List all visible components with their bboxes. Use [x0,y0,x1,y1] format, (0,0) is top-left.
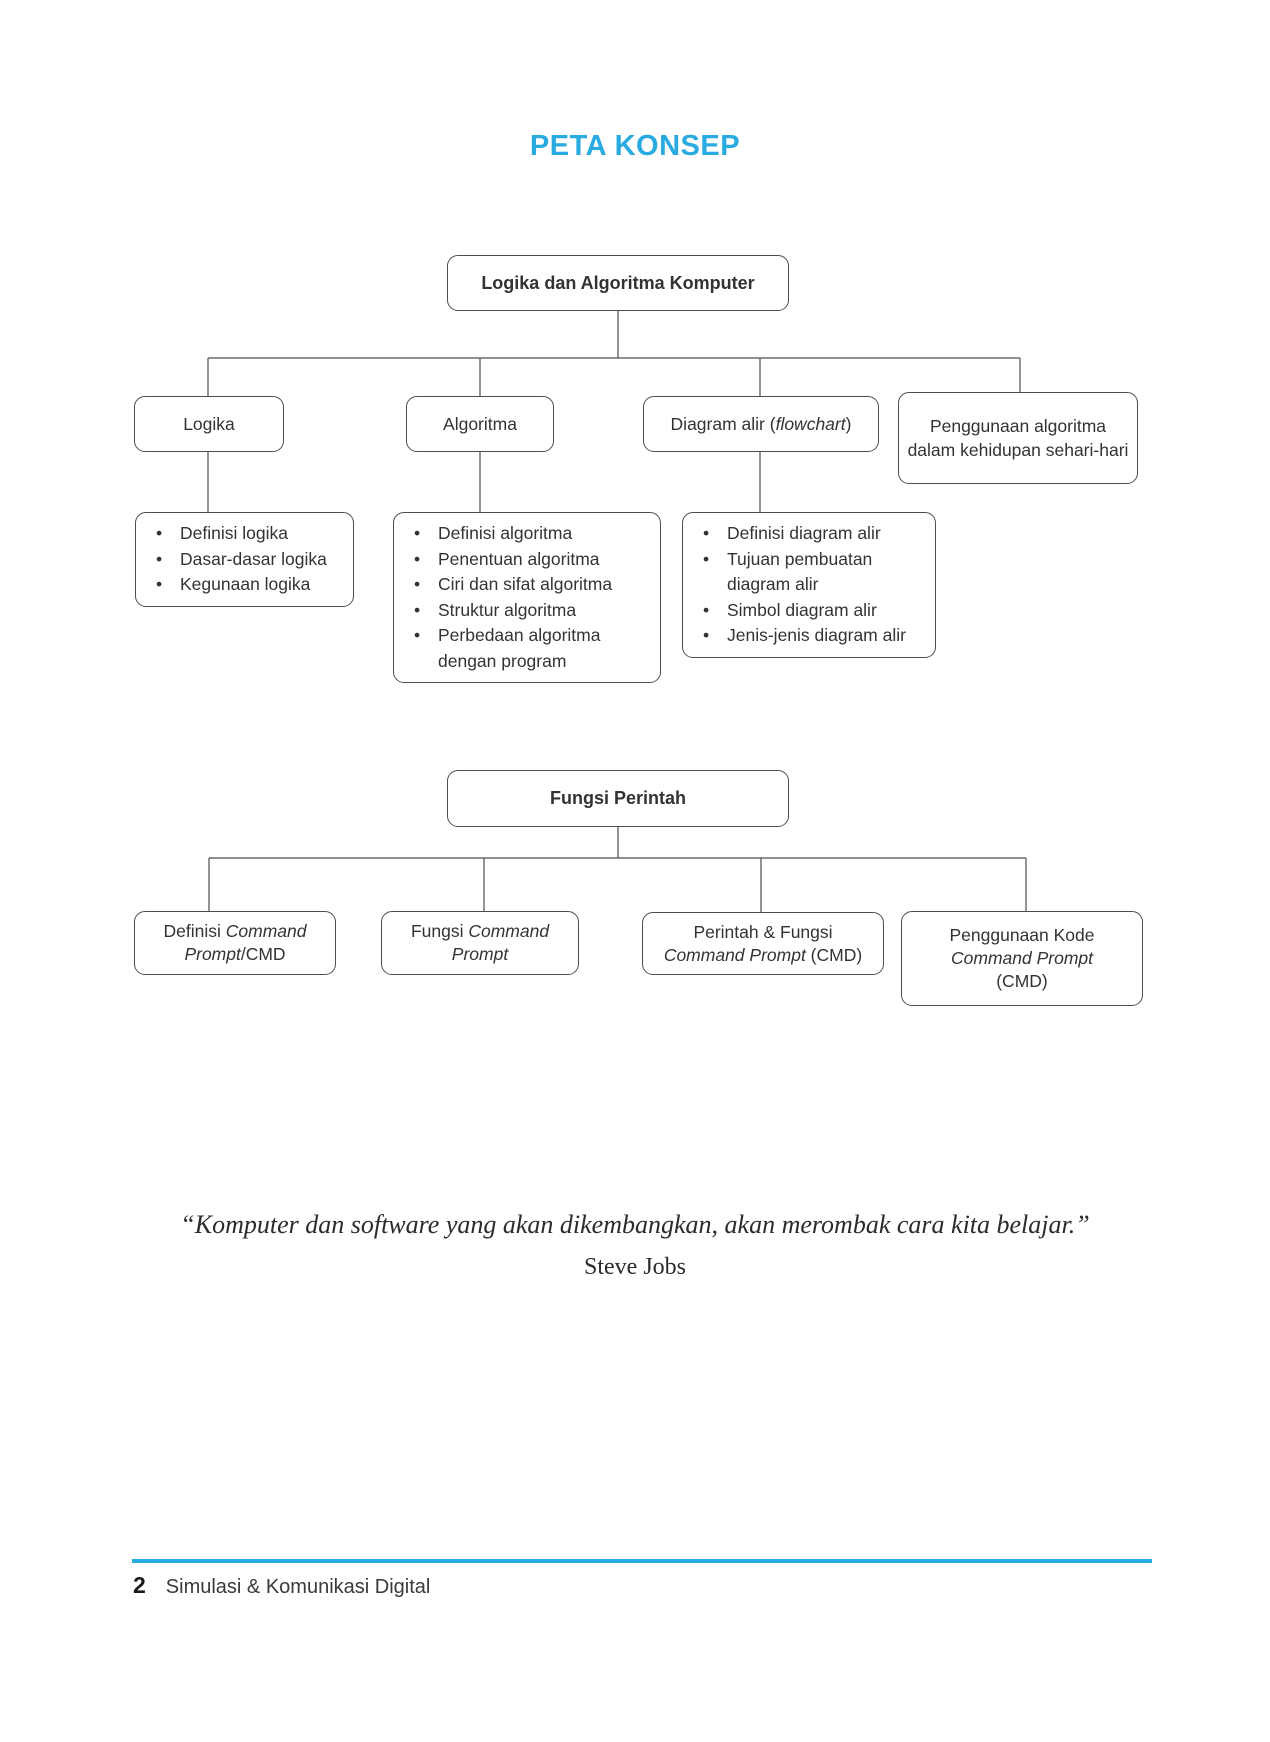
node-definisi-command-prompt: Definisi Command Prompt/CMD [134,911,336,975]
label-segment-italic: Command [225,921,307,941]
node-fungsi-command-prompt: Fungsi Command Prompt [381,911,579,975]
quote-text: “Komputer dan software yang akan dikemba… [180,1210,1090,1239]
bullet-list-logika: Definisi logika Dasar-dasar logika Kegun… [135,512,354,607]
node-penggunaan-algoritma: Penggunaan algoritma dalam kehidupan seh… [898,392,1138,484]
label-segment-italic: Command Prompt [663,944,806,965]
node-fungsi-perintah: Fungsi Perintah [447,770,789,827]
footer-page-number: 2 [133,1572,146,1598]
footer-divider-line [132,1559,1152,1563]
label-segment: /CMD [240,944,286,964]
node-algoritma: Algoritma [406,396,554,452]
list-item: Struktur algoritma [400,598,648,624]
diagram-alir-label-prefix: Diagram alir ( [670,413,776,434]
label-segment-italic: Command Prompt [951,948,1093,968]
footer-book-title: Simulasi & Komunikasi Digital [165,1576,431,1598]
node-logika: Logika [134,396,284,452]
list-item: Simbol diagram alir [689,598,923,624]
list-item: Perbedaan algoritma dengan program [400,623,648,674]
label-segment-italic: Prompt [451,944,509,964]
label-segment: Penggunaan Kode [949,925,1095,945]
node-penggunaan-kode-command-prompt: Penggunaan Kode Command Prompt (CMD) [901,911,1143,1006]
diagram-alir-label-suffix: ) [845,413,852,434]
list-item: Ciri dan sifat algoritma [400,572,648,598]
node-diagram-alir: Diagram alir (flowchart) [643,396,879,452]
label-segment: (CMD) [805,944,863,965]
quote-block: “Komputer dan software yang akan dikemba… [0,1210,1270,1281]
label-segment-italic: Prompt [184,944,241,964]
footer: 2 Simulasi & Komunikasi Digital [133,1572,430,1599]
list-item: Definisi logika [142,521,341,547]
list-item: Kegunaan logika [142,572,341,598]
label-segment: (CMD) [996,971,1048,991]
label-segment: Fungsi [410,921,469,941]
label-segment-italic: Command [468,921,550,941]
page-title: PETA KONSEP [529,130,741,162]
label-segment: Perintah & Fungsi [693,921,833,942]
node-logika-dan-algoritma-komputer: Logika dan Algoritma Komputer [447,255,789,311]
list-item: Definisi algoritma [400,521,648,547]
label-segment: Definisi [163,921,226,941]
diagram-alir-label-italic: flowchart [775,413,846,434]
list-item: Tujuan pembuatan diagram alir [689,547,923,598]
list-item: Jenis-jenis diagram alir [689,623,923,649]
list-item: Dasar-dasar logika [142,547,341,573]
bullet-list-algoritma: Definisi algoritma Penentuan algoritma C… [393,512,661,683]
node-perintah-fungsi-command-prompt: Perintah & Fungsi Command Prompt (CMD) [642,912,884,975]
list-item: Definisi diagram alir [689,521,923,547]
bullet-list-diagram-alir: Definisi diagram alir Tujuan pembuatan d… [682,512,936,658]
quote-author: Steve Jobs [584,1254,686,1280]
list-item: Penentuan algoritma [400,547,648,573]
